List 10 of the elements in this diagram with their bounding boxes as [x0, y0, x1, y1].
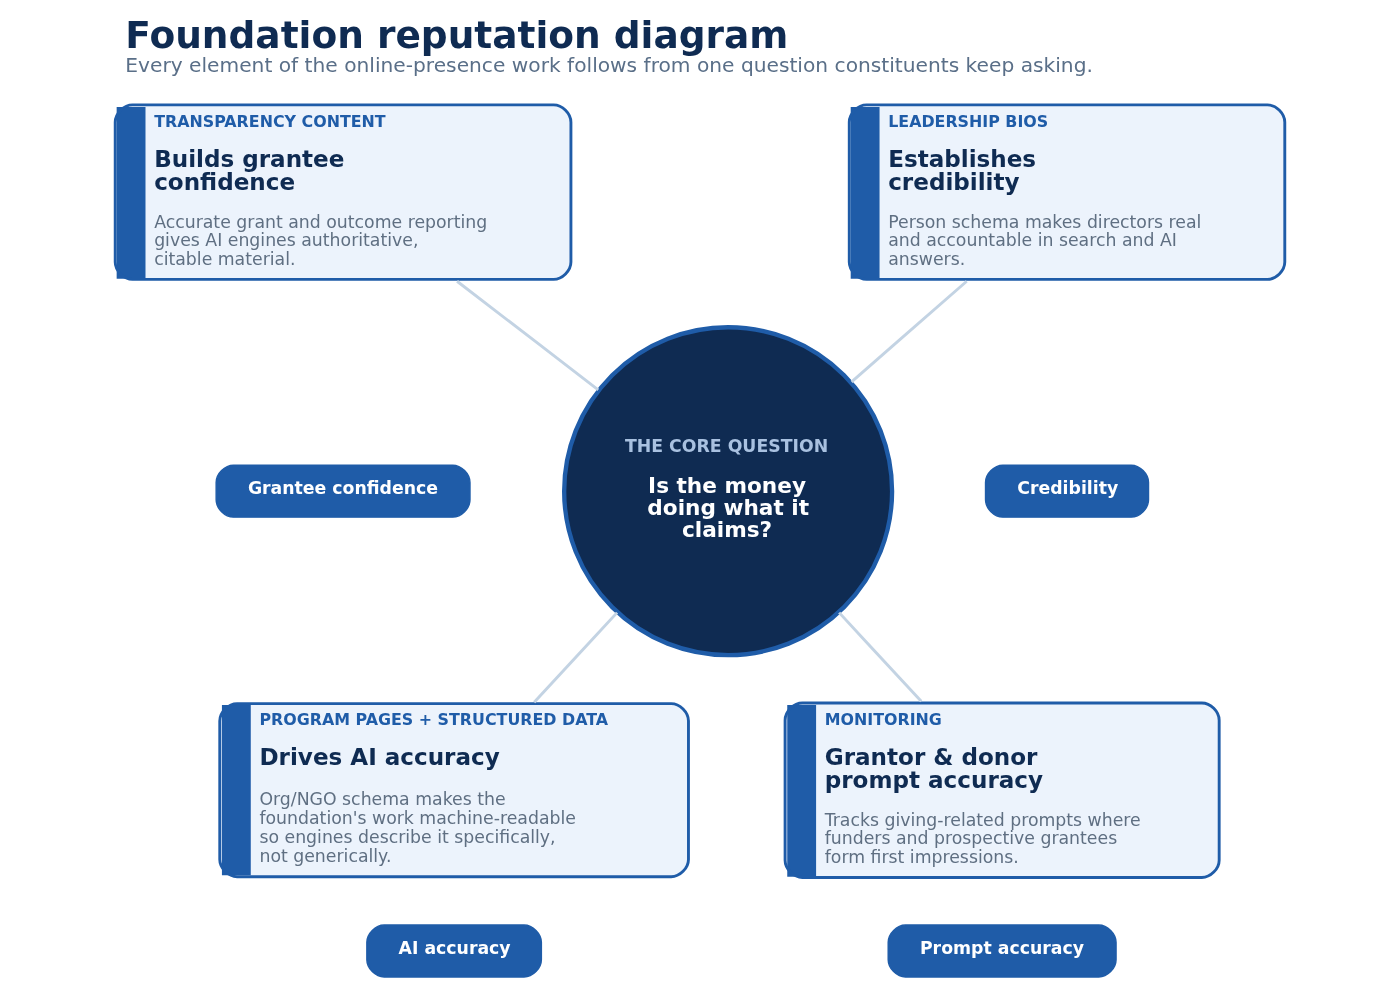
node-box: AI accuracy	[366, 924, 543, 978]
diagram-title: Foundation reputation diagram	[125, 13, 789, 58]
node-box: Prompt accuracy	[887, 924, 1117, 978]
connector	[456, 280, 600, 391]
connector	[838, 611, 923, 703]
node-box: Credibility	[984, 464, 1150, 518]
node-box: Grantee confidence	[215, 464, 471, 518]
connector	[850, 280, 968, 383]
connector	[533, 611, 619, 704]
node-circle: THE CORE QUESTION Is the money doing what it claims?	[562, 325, 895, 658]
